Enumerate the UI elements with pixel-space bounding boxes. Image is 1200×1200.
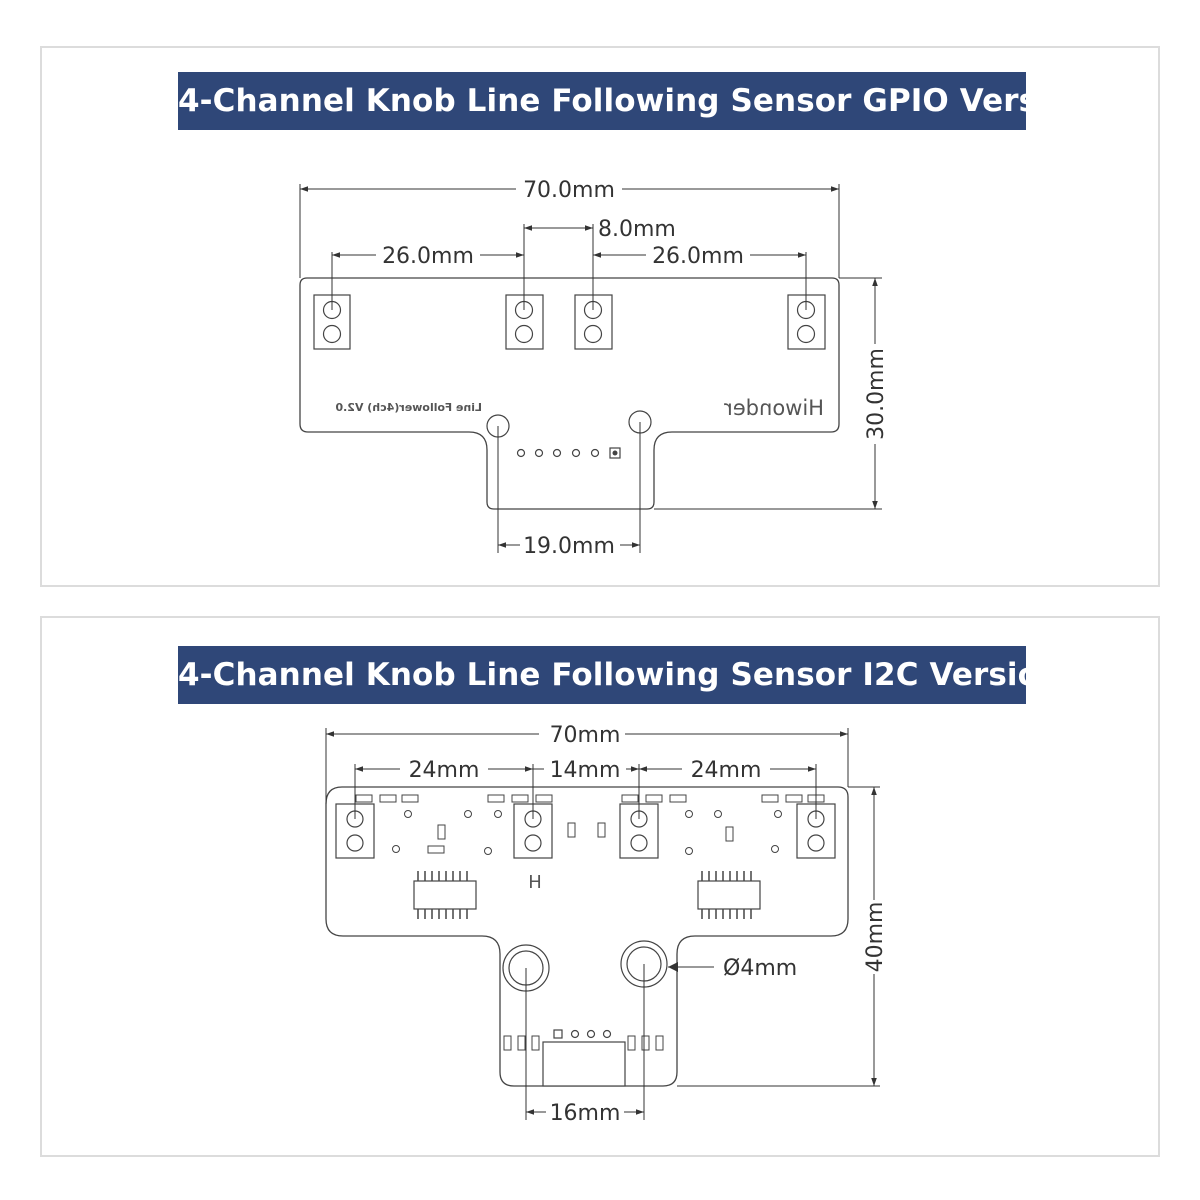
i2c-dim-center-gap: 14mm: [550, 758, 621, 783]
gpio-drawing: Hiwonder Line Follower(4ch) V2.0 70.0mm …: [299, 178, 889, 559]
i2c-bottom-smd: [503, 1035, 664, 1051]
gpio-board-outline: [299, 277, 840, 510]
gpio-dim-hole-spacing: 19.0mm: [523, 534, 615, 559]
i2c-title-banner: 4-Channel Knob Line Following Sensor I2C…: [178, 646, 1061, 704]
i2c-panel: H 70mm 2: [40, 616, 1160, 1157]
i2c-sensor-4: [796, 803, 836, 859]
i2c-marker-silkscreen: H: [528, 872, 542, 893]
i2c-connector: [542, 1029, 626, 1087]
gpio-dim-total-width: 70.0mm: [523, 178, 615, 203]
gpio-brand-silkscreen: Hiwonder: [724, 396, 824, 420]
gpio-dim-right-spacing: 26.0mm: [652, 244, 744, 269]
i2c-board-outline: [325, 786, 849, 1087]
i2c-dim-height: 40mm: [863, 902, 888, 973]
gpio-dim-center-gap: 8.0mm: [598, 217, 676, 242]
gpio-dim-height: 30.0mm: [864, 348, 889, 440]
gpio-sensor-4: [787, 294, 826, 350]
i2c-dim-hole-diameter: Ø4mm: [723, 956, 797, 981]
gpio-model-silkscreen: Line Follower(4ch) V2.0: [335, 401, 482, 414]
i2c-drawing: H 70mm 2: [325, 723, 888, 1126]
gpio-sensor-3: [574, 294, 613, 350]
i2c-ic-chip-left: [413, 871, 477, 919]
i2c-dim-hole-spacing: 16mm: [550, 1101, 621, 1126]
i2c-dim-right-spacing: 24mm: [691, 758, 762, 783]
gpio-panel: Hiwonder Line Follower(4ch) V2.0 70.0mm …: [40, 46, 1160, 587]
gpio-header-pins: [516, 447, 621, 459]
gpio-title-banner: 4-Channel Knob Line Following Sensor GPI…: [178, 72, 1091, 130]
i2c-dim-left-spacing: 24mm: [409, 758, 480, 783]
i2c-dim-total-width: 70mm: [550, 723, 621, 748]
i2c-test-points: [392, 810, 782, 855]
i2c-ic-chip-right: [697, 871, 761, 919]
gpio-dim-left-spacing: 26.0mm: [382, 244, 474, 269]
